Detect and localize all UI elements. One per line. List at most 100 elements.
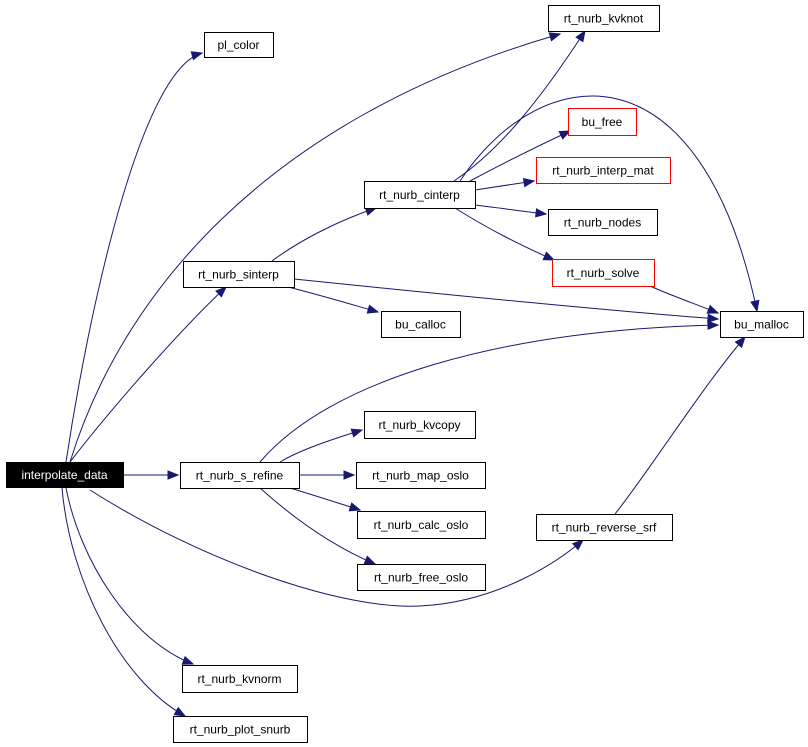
node-label: rt_nurb_plot_snurb xyxy=(190,723,291,737)
arrowhead xyxy=(167,470,180,480)
edge-line xyxy=(453,30,586,182)
edge-interpolate_data-to-rt_nurb_sinterp xyxy=(69,286,227,463)
node-rt_nurb_calc_oslo[interactable]: rt_nurb_calc_oslo xyxy=(357,511,486,539)
edge-line xyxy=(65,52,203,463)
node-box xyxy=(6,462,124,488)
node-rt_nurb_free_oslo[interactable]: rt_nurb_free_oslo xyxy=(357,564,486,591)
edge-rt_nurb_cinterp-to-bu_free xyxy=(469,130,572,182)
arrowhead xyxy=(366,304,380,314)
nodes-layer: interpolate_data pl_color rt_nurb_kvknotbu… xyxy=(6,5,804,743)
node-rt_nurb_s_refine[interactable]: rt_nurb_s_refine xyxy=(180,462,300,489)
node-box xyxy=(204,32,274,58)
node-bu_calloc[interactable]: bu_calloc xyxy=(381,311,461,338)
node-box xyxy=(568,108,637,136)
node-box xyxy=(356,462,486,489)
node-rt_nurb_kvnorm[interactable]: rt_nurb_kvnorm xyxy=(182,665,298,693)
node-box xyxy=(364,181,476,209)
edge-rt_nurb_cinterp-to-rt_nurb_solve xyxy=(454,207,556,261)
node-label: bu_malloc xyxy=(734,318,789,332)
edge-interpolate_data-to-rt_nurb_s_refine xyxy=(122,470,180,480)
node-rt_nurb_cinterp[interactable]: rt_nurb_cinterp xyxy=(364,181,476,209)
node-label: rt_nurb_interp_mat xyxy=(552,164,654,178)
edge-rt_nurb_sinterp-to-bu_calloc xyxy=(287,286,380,314)
node-box xyxy=(552,259,655,287)
node-bu_malloc[interactable]: bu_malloc xyxy=(720,311,804,338)
arrowhead xyxy=(750,299,760,313)
edge-line xyxy=(271,207,377,262)
node-box xyxy=(364,411,476,439)
edge-interpolate_data-to-rt_nurb_reverse_srf xyxy=(89,489,585,607)
node-box xyxy=(183,261,295,288)
edge-line xyxy=(259,487,376,565)
node-bu_free[interactable]: bu_free xyxy=(568,108,637,136)
arrowhead xyxy=(535,208,548,218)
node-box xyxy=(536,157,671,184)
edge-line xyxy=(287,286,379,313)
node-box xyxy=(381,311,461,338)
node-rt_nurb_sinterp[interactable]: rt_nurb_sinterp xyxy=(183,261,295,288)
edge-interpolate_data-to-rt_nurb_kvknot xyxy=(69,32,562,463)
node-label: bu_free xyxy=(582,115,623,129)
edge-line xyxy=(649,285,719,314)
node-label: rt_nurb_s_refine xyxy=(196,469,284,483)
arrowhead xyxy=(363,555,377,565)
node-box xyxy=(180,462,300,489)
node-box xyxy=(548,209,658,236)
arrowhead xyxy=(350,428,364,438)
arrowhead xyxy=(190,51,204,61)
edge-rt_nurb_s_refine-to-rt_nurb_calc_oslo xyxy=(289,487,362,512)
arrowhead xyxy=(571,539,585,551)
edge-rt_nurb_sinterp-to-rt_nurb_cinterp xyxy=(271,206,378,262)
node-rt_nurb_map_oslo[interactable]: rt_nurb_map_oslo xyxy=(356,462,486,489)
edge-line xyxy=(259,324,719,463)
edge-line xyxy=(459,95,758,312)
arrowhead xyxy=(343,470,356,480)
node-rt_nurb_nodes[interactable]: rt_nurb_nodes xyxy=(548,209,658,236)
edge-rt_nurb_cinterp-to-rt_nurb_kvknot xyxy=(453,29,586,182)
arrowhead xyxy=(575,29,586,43)
node-rt_nurb_plot_snurb[interactable]: rt_nurb_plot_snurb xyxy=(173,716,308,743)
edge-line xyxy=(474,204,547,215)
edge-rt_nurb_s_refine-to-rt_nurb_kvcopy xyxy=(279,428,364,463)
arrowhead xyxy=(522,177,536,188)
node-box xyxy=(173,716,308,743)
node-rt_nurb_solve[interactable]: rt_nurb_solve xyxy=(552,259,655,287)
node-label: rt_nurb_cinterp xyxy=(379,188,460,202)
edge-line xyxy=(469,130,571,182)
arrowhead xyxy=(706,304,720,314)
node-label: interpolate_data xyxy=(21,468,107,482)
edge-rt_nurb_s_refine-to-bu_malloc xyxy=(259,320,720,463)
node-label: rt_nurb_solve xyxy=(567,266,640,280)
arrowhead xyxy=(558,130,572,140)
edge-rt_nurb_reverse_srf-to-bu_malloc xyxy=(614,335,746,515)
node-box xyxy=(182,665,298,693)
edge-line xyxy=(69,33,561,463)
edge-interpolate_data-to-rt_nurb_plot_snurb xyxy=(61,487,187,717)
arrowhead xyxy=(173,706,187,717)
node-box xyxy=(536,514,673,541)
node-label: rt_nurb_reverse_srf xyxy=(552,521,657,535)
edge-line xyxy=(279,429,363,463)
edge-line xyxy=(293,278,719,320)
edge-rt_nurb_cinterp-to-bu_malloc xyxy=(459,95,760,313)
node-pl_color[interactable]: pl_color xyxy=(204,32,274,58)
arrowhead xyxy=(734,335,746,349)
node-label: rt_nurb_sinterp xyxy=(198,268,279,282)
node-box xyxy=(357,564,486,591)
edge-line xyxy=(614,336,746,515)
arrowhead xyxy=(707,313,720,323)
edges-layer xyxy=(61,29,760,717)
node-rt_nurb_kvknot[interactable]: rt_nurb_kvknot xyxy=(548,5,660,32)
node-interpolate_data[interactable]: interpolate_data xyxy=(6,462,124,488)
arrowhead xyxy=(348,502,362,512)
edge-rt_nurb_s_refine-to-rt_nurb_free_oslo xyxy=(259,487,377,565)
node-rt_nurb_interp_mat[interactable]: rt_nurb_interp_mat xyxy=(536,157,671,184)
node-rt_nurb_reverse_srf[interactable]: rt_nurb_reverse_srf xyxy=(536,514,673,541)
node-label: rt_nurb_kvnorm xyxy=(197,672,281,686)
edge-line xyxy=(454,207,555,261)
edge-line xyxy=(61,487,186,717)
node-rt_nurb_kvcopy[interactable]: rt_nurb_kvcopy xyxy=(364,411,476,439)
arrowhead xyxy=(181,655,195,665)
arrowhead xyxy=(542,251,556,261)
